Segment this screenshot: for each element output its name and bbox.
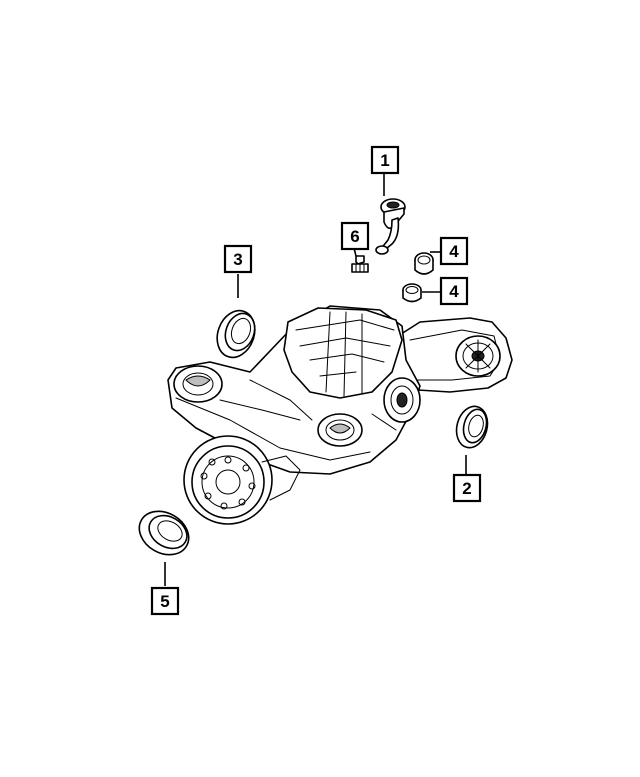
svg-text:4: 4: [449, 242, 459, 261]
svg-text:2: 2: [462, 479, 471, 498]
plug-part-lower: [402, 283, 422, 303]
right-axle-seal-part: [455, 405, 489, 449]
svg-text:1: 1: [380, 151, 389, 170]
plug-part-upper: [414, 252, 434, 275]
callout-4a: 4: [439, 236, 469, 266]
svg-text:6: 6: [350, 227, 359, 246]
differential-housing: [167, 305, 513, 525]
callout-5: 5: [150, 586, 180, 616]
left-axle-seal-part: [138, 510, 190, 556]
svg-text:4: 4: [449, 282, 459, 301]
vent-hose-part: [375, 198, 406, 255]
callout-3: 3: [223, 244, 253, 274]
callout-2: 2: [452, 473, 482, 503]
callout-1: 1: [370, 145, 400, 175]
callout-6: 6: [340, 221, 370, 251]
svg-text:3: 3: [233, 250, 242, 269]
fitting-part: [351, 255, 369, 273]
pinion-seal-part: [216, 309, 256, 359]
svg-text:5: 5: [160, 592, 169, 611]
callout-4b: 4: [439, 276, 469, 306]
